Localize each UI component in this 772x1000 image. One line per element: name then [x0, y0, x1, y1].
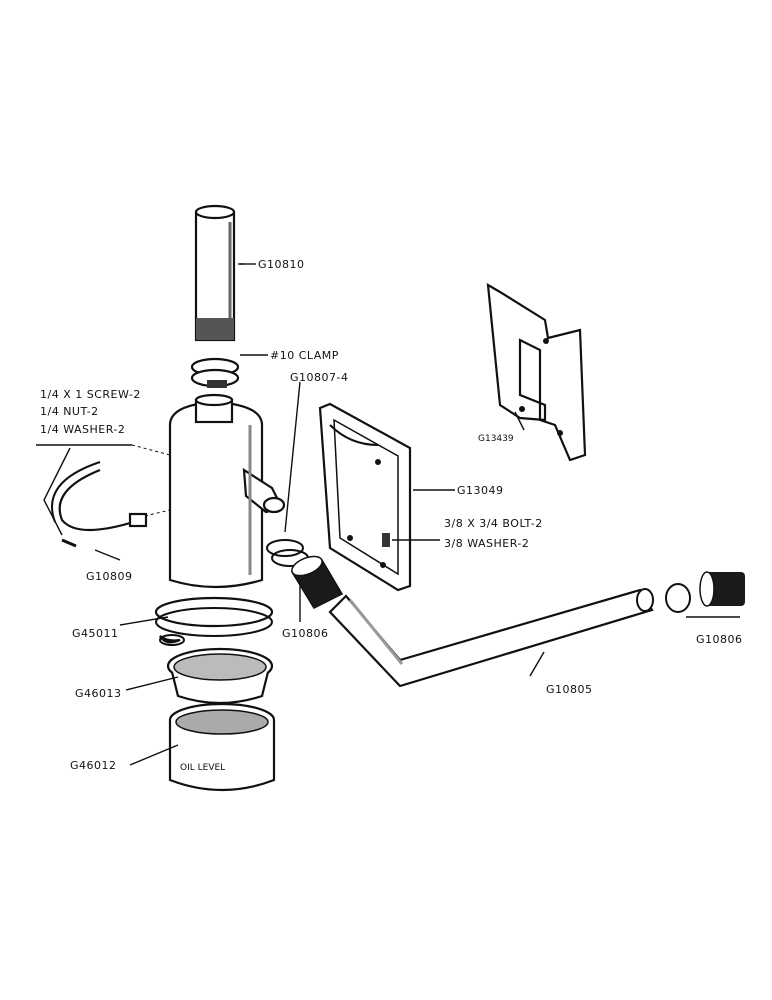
oil-level-text: OIL LEVEL — [180, 763, 225, 773]
label-g13439: G13439 — [478, 434, 514, 444]
label-g10806-left: G10806 — [282, 627, 329, 640]
upper-bracket — [486, 282, 587, 462]
label-washer-right: 3/8 WASHER-2 — [444, 537, 529, 550]
label-screw: 1/4 X 1 SCREW-2 — [40, 388, 141, 401]
oil-cup-screen — [166, 647, 274, 705]
label-g10807: G10807-4 — [290, 371, 348, 384]
leader-lines — [36, 263, 740, 766]
label-g10805: G10805 — [546, 683, 593, 696]
intake-pipe — [194, 204, 236, 342]
label-g46013: G46013 — [75, 687, 122, 700]
hose-clamp — [190, 357, 240, 388]
air-cleaner-body — [168, 393, 286, 589]
bowl-clamp-ring — [154, 596, 274, 646]
label-g10806-right: G10806 — [696, 633, 743, 646]
hose-right — [699, 571, 745, 607]
label-g46012: G46012 — [70, 759, 117, 772]
oil-cup: OIL LEVEL — [168, 702, 276, 792]
label-washer-left: 1/4 WASHER-2 — [40, 423, 125, 436]
mounting-strap — [51, 461, 148, 548]
label-bolt: 3/8 X 3/4 BOLT-2 — [444, 517, 543, 530]
support-bracket — [318, 402, 412, 592]
label-nut: 1/4 NUT-2 — [40, 405, 99, 418]
spring-clip-right — [665, 583, 691, 613]
hose-left — [290, 555, 344, 609]
label-g10810: G10810 — [258, 258, 305, 271]
intake-tube — [328, 588, 654, 688]
label-clamp: #10 CLAMP — [270, 349, 339, 362]
label-g13049: G13049 — [457, 484, 504, 497]
label-g10809: G10809 — [86, 570, 133, 583]
label-g45011: G45011 — [72, 627, 119, 640]
